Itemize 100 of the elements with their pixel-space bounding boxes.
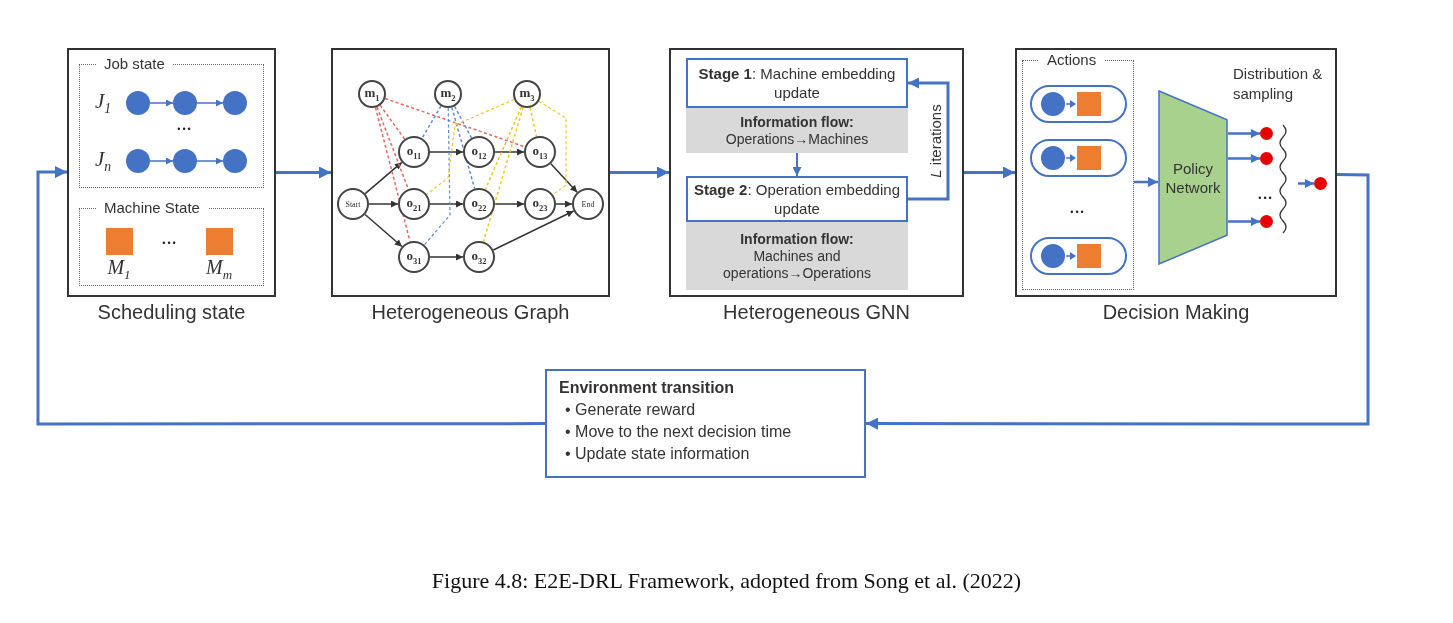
graph-node-circle: [463, 241, 495, 273]
dashed-link: [384, 97, 526, 148]
stage-caption: Distribution & sampling: [1233, 64, 1324, 104]
figure-caption: Figure 4.8: E2E-DRL Framework, adopted from Song et al. (2022): [430, 568, 1023, 594]
dashed-link: [423, 107, 451, 246]
flow-text: Operations→Machines: [725, 130, 869, 148]
action-pill: [1029, 138, 1127, 177]
graph-node-circle: [398, 188, 430, 220]
arrow: [792, 152, 802, 177]
node-label: m$_{3}$: [519, 85, 535, 103]
flow-text: Machines and operations→Operations: [722, 247, 872, 282]
dashed-link: [484, 106, 523, 191]
node-label: o$_{31}$: [406, 248, 422, 266]
action-pill: [1029, 236, 1127, 275]
arrow: [866, 173, 1370, 430]
action-pill: [1029, 84, 1127, 123]
arrow: [429, 200, 464, 208]
node-label: o$_{32}$: [471, 248, 487, 266]
graph-node-circle: [398, 241, 430, 273]
node-label: End: [581, 199, 595, 209]
policy-network-trapezoid: [1158, 90, 1228, 265]
panel-title: Heterogeneous GNN: [722, 301, 911, 324]
graph-node-circle: [463, 188, 495, 220]
arrow: [149, 157, 174, 165]
arrow: [610, 166, 669, 179]
graph-node-circle: [358, 80, 386, 108]
arrow: [196, 99, 224, 107]
arrow: [492, 210, 575, 251]
arrow: [908, 77, 950, 201]
node-label: o$_{23}$: [532, 195, 548, 213]
arrow: [364, 161, 403, 195]
flow-heading: Information flow:: [740, 113, 854, 131]
arrow: [429, 148, 464, 156]
stage-box: [686, 176, 908, 222]
info-flow-box: [686, 108, 908, 153]
dashed-link: [529, 106, 538, 138]
arrow: [1228, 129, 1260, 138]
graph-node-circle: [434, 80, 462, 108]
dashed-link: [379, 104, 406, 140]
arrow: [1134, 177, 1158, 187]
panel-title: Decision Making: [1101, 301, 1251, 324]
graph-node-circle: [398, 136, 430, 168]
arrow: [36, 166, 545, 426]
box-heading: Environment transition: [559, 378, 736, 398]
node-label: m$_{1}$: [364, 85, 380, 103]
stage-text: Stage 1: Machine embedding update: [697, 64, 897, 102]
job-operation-circle: [222, 148, 247, 173]
node-label: o$_{11}$: [406, 143, 422, 161]
probability-dot: [1314, 177, 1327, 190]
panel-title: Heterogeneous Graph: [370, 301, 571, 324]
bullet-item: • Generate reward: [564, 400, 696, 420]
arrow: [494, 148, 525, 156]
arrow: [1298, 179, 1314, 188]
dashed-link: [538, 100, 567, 196]
graph-node-circle: [513, 80, 541, 108]
job-operation-circle: [222, 90, 247, 115]
arrow: [196, 157, 224, 165]
graph-node-circle: [524, 188, 556, 220]
probability-dot: [1260, 152, 1273, 165]
node-label: Start: [345, 199, 361, 209]
arrow: [429, 253, 464, 261]
bullet-item: • Move to the next decision time: [564, 422, 792, 442]
arrow: [149, 99, 174, 107]
policy-label: Policy Network: [1164, 158, 1222, 197]
job-operation-circle: [125, 148, 150, 173]
process-box: [545, 369, 866, 478]
node-label: o$_{21}$: [406, 195, 422, 213]
graph-node-circle: [572, 188, 604, 220]
job-operation-circle: [125, 90, 150, 115]
node-label: o$_{13}$: [532, 143, 548, 161]
stage-box: [686, 58, 908, 108]
job-operation-circle: [172, 148, 197, 173]
probability-dot: [1260, 215, 1273, 228]
machine-label: M$_{m}$: [205, 255, 233, 284]
bullet-item: • Update state information: [564, 444, 750, 464]
node-label: o$_{22}$: [471, 195, 487, 213]
arrow: [1228, 154, 1260, 163]
graph-node-circle: [337, 188, 369, 220]
dashed-link: [376, 106, 410, 190]
arrow: [1228, 217, 1260, 226]
arrow: [964, 166, 1015, 179]
arrow: [364, 213, 403, 248]
arrow: [550, 163, 578, 193]
graph-node-circle: [463, 136, 495, 168]
arrow: [368, 200, 399, 208]
arrow: [555, 200, 573, 208]
machine-label: M$_{1}$: [107, 255, 131, 284]
flow-heading: Information flow:: [740, 230, 854, 248]
node-label: m$_{2}$: [440, 85, 456, 103]
info-flow-box: [686, 222, 908, 290]
stage-text: Stage 2: Operation embedding update: [693, 180, 901, 218]
dashed-link: [451, 106, 476, 190]
panel-title: Scheduling state: [96, 301, 247, 324]
graph-node-circle: [524, 136, 556, 168]
dashed-link: [453, 105, 473, 139]
arrow: [494, 200, 525, 208]
job-label: J$_{n}$: [94, 146, 112, 176]
probability-dot: [1260, 127, 1273, 140]
dashed-link: [482, 106, 524, 243]
node-label: o$_{12}$: [471, 143, 487, 161]
